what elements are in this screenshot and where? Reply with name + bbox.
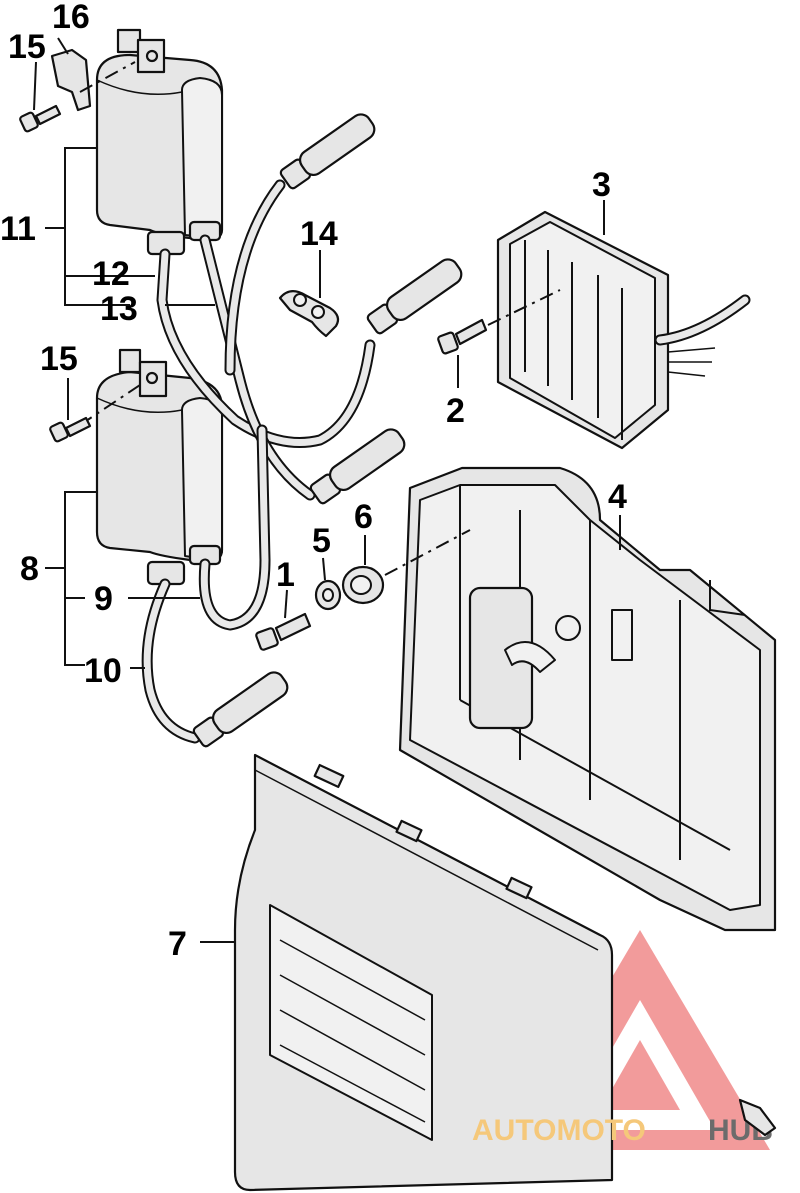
ignition-coil-lower	[79, 348, 224, 586]
plug-cap-third	[309, 428, 406, 505]
callout-13: 13	[100, 290, 138, 328]
plug-cap-bottom	[192, 671, 289, 748]
callout-9: 9	[94, 580, 113, 618]
watermark-triangle-core	[600, 1040, 680, 1110]
callout-6: 6	[354, 498, 373, 536]
callout-7: 7	[168, 925, 187, 963]
housing-4	[398, 466, 777, 932]
leader-lines	[33, 37, 621, 943]
clip-14	[278, 290, 340, 338]
callout-8: 8	[20, 550, 39, 588]
callout-labels: 16 15 11 12 13 14 3 15 2 4 5 6 8 1 9 10 …	[0, 0, 627, 963]
callout-10: 10	[84, 652, 122, 690]
callout-16: 16	[52, 0, 90, 36]
bolt-1	[255, 612, 312, 651]
callout-3: 3	[592, 166, 611, 204]
plug-caps	[192, 113, 463, 748]
callout-1: 1	[276, 556, 295, 594]
watermark-text: AUTOMOTO HUB	[472, 1114, 773, 1147]
washer-5	[314, 579, 342, 611]
callout-4: 4	[608, 478, 627, 516]
high-tension-cords	[141, 179, 376, 744]
bolt-2	[437, 289, 561, 355]
bolt-15-lower	[49, 416, 92, 443]
callout-14: 14	[300, 215, 338, 253]
plug-cap-top	[279, 113, 376, 190]
watermark-text-main: AUTOMOTO	[472, 1114, 646, 1147]
callout-15-top: 15	[8, 28, 46, 66]
callout-12: 12	[92, 255, 130, 293]
callout-11: 11	[0, 210, 36, 248]
rectifier-regulator-3	[496, 210, 751, 450]
callout-5: 5	[312, 522, 331, 560]
bracket-16	[50, 48, 136, 112]
ignition-coil-upper	[95, 28, 224, 256]
cover-latch	[738, 1098, 777, 1137]
callout-15-lower: 15	[40, 340, 78, 378]
plug-cap-second	[366, 258, 463, 335]
collar-6	[341, 529, 471, 605]
cover-7	[233, 753, 614, 1192]
callout-2: 2	[446, 392, 465, 430]
bolt-15-top	[19, 104, 62, 133]
